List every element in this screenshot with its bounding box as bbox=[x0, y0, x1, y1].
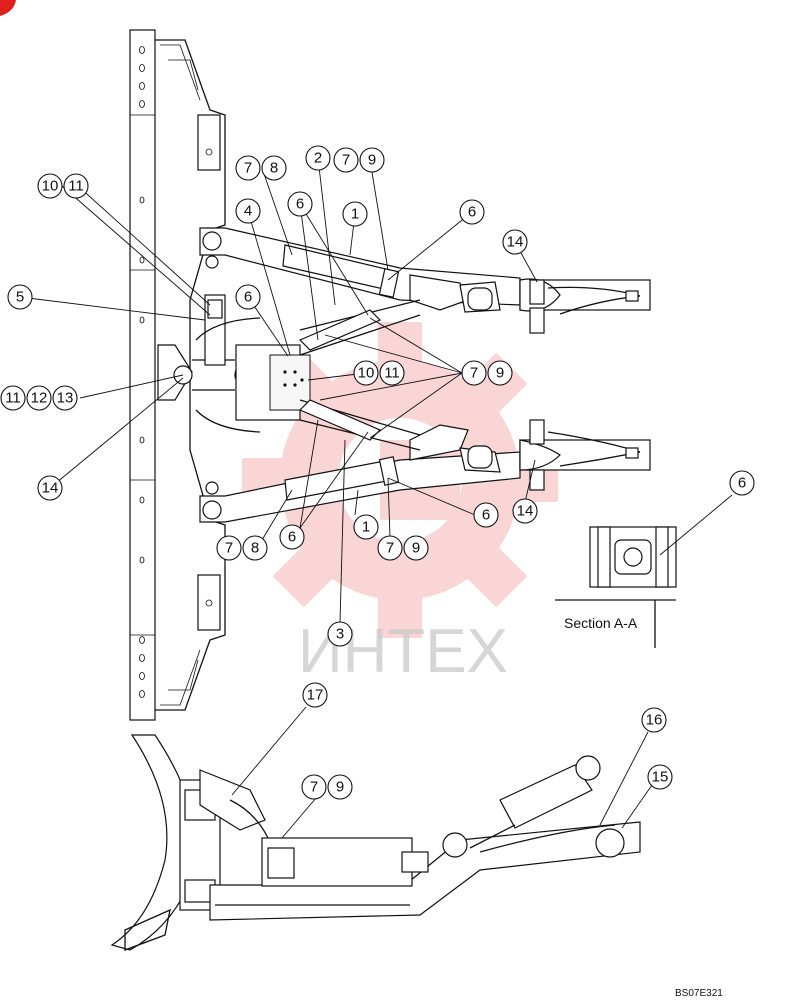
svg-text:5: 5 bbox=[16, 289, 24, 306]
svg-text:8: 8 bbox=[251, 540, 259, 557]
figure-code: BS07E321 bbox=[675, 988, 723, 999]
callout-5: 5 bbox=[7, 284, 33, 310]
callout-14: 14 bbox=[512, 498, 538, 524]
svg-text:8: 8 bbox=[270, 160, 278, 177]
callout-14: 14 bbox=[502, 229, 528, 255]
callout-1: 1 bbox=[342, 201, 368, 227]
callout-6: 6 bbox=[473, 502, 499, 528]
svg-text:13: 13 bbox=[57, 390, 74, 407]
callout-10: 10 bbox=[353, 360, 379, 386]
svg-text:6: 6 bbox=[296, 196, 304, 213]
section-label: Section A-A bbox=[564, 615, 638, 631]
callout-17: 17 bbox=[302, 682, 328, 708]
callout-6: 6 bbox=[287, 191, 313, 217]
callout-11: 11 bbox=[379, 360, 405, 386]
svg-text:10: 10 bbox=[42, 178, 59, 195]
top-view bbox=[129, 29, 651, 721]
svg-text:1: 1 bbox=[351, 206, 359, 223]
svg-text:6: 6 bbox=[244, 289, 252, 306]
svg-text:17: 17 bbox=[307, 687, 324, 704]
callout-9: 9 bbox=[359, 147, 385, 173]
svg-text:7: 7 bbox=[244, 160, 252, 177]
svg-text:9: 9 bbox=[412, 540, 420, 557]
svg-text:1: 1 bbox=[362, 519, 370, 536]
callouts: 10 11 7 8 2 7 9 4 6 1 6 14 5 6 10 11 7 9… bbox=[0, 145, 755, 800]
callout-9: 9 bbox=[487, 360, 513, 386]
callout-12: 12 bbox=[26, 385, 52, 411]
svg-text:3: 3 bbox=[336, 626, 344, 643]
callout-6: 6 bbox=[235, 284, 261, 310]
svg-text:9: 9 bbox=[496, 365, 504, 382]
callout-7: 7 bbox=[301, 774, 327, 800]
svg-text:15: 15 bbox=[652, 769, 669, 786]
callout-1: 1 bbox=[353, 514, 379, 540]
svg-text:11: 11 bbox=[68, 178, 84, 195]
svg-text:14: 14 bbox=[517, 503, 534, 520]
svg-text:4: 4 bbox=[244, 203, 252, 220]
callout-7: 7 bbox=[235, 155, 261, 181]
callout-6: 6 bbox=[279, 524, 305, 550]
callout-14: 14 bbox=[37, 475, 63, 501]
callout-15: 15 bbox=[647, 764, 673, 790]
callout-8: 8 bbox=[261, 155, 287, 181]
svg-text:6: 6 bbox=[482, 507, 490, 524]
section-a-a-view: Section A-A bbox=[555, 526, 677, 648]
callout-9: 9 bbox=[403, 535, 429, 561]
leader-lines bbox=[19, 157, 733, 839]
callout-7: 7 bbox=[461, 360, 487, 386]
svg-text:6: 6 bbox=[738, 475, 746, 492]
svg-text:6: 6 bbox=[288, 529, 296, 546]
callout-7: 7 bbox=[377, 535, 403, 561]
svg-text:9: 9 bbox=[368, 152, 376, 169]
svg-text:16: 16 bbox=[646, 712, 663, 729]
corner-mark bbox=[0, 0, 16, 16]
callout-3: 3 bbox=[327, 621, 353, 647]
svg-text:7: 7 bbox=[310, 779, 318, 796]
callout-11: 11 bbox=[0, 385, 26, 411]
svg-text:14: 14 bbox=[42, 480, 59, 497]
callout-16: 16 bbox=[641, 707, 667, 733]
svg-text:9: 9 bbox=[336, 779, 344, 796]
callout-7: 7 bbox=[216, 535, 242, 561]
callout-8: 8 bbox=[242, 535, 268, 561]
callout-7: 7 bbox=[333, 147, 359, 173]
callout-2: 2 bbox=[305, 145, 331, 171]
svg-text:11: 11 bbox=[384, 365, 400, 382]
svg-text:7: 7 bbox=[342, 152, 350, 169]
svg-text:10: 10 bbox=[358, 365, 375, 382]
callout-13: 13 bbox=[52, 385, 78, 411]
callout-4: 4 bbox=[235, 198, 261, 224]
callout-6: 6 bbox=[729, 470, 755, 496]
svg-text:7: 7 bbox=[386, 540, 394, 557]
callout-9: 9 bbox=[327, 774, 353, 800]
svg-text:2: 2 bbox=[314, 150, 322, 167]
svg-text:7: 7 bbox=[470, 365, 478, 382]
callout-6: 6 bbox=[459, 199, 485, 225]
callout-10: 10 bbox=[37, 173, 63, 199]
side-view bbox=[110, 734, 641, 951]
svg-text:7: 7 bbox=[225, 540, 233, 557]
svg-text:6: 6 bbox=[468, 204, 476, 221]
svg-text:11: 11 bbox=[5, 390, 21, 407]
svg-text:12: 12 bbox=[31, 390, 48, 407]
callout-11: 11 bbox=[63, 173, 89, 199]
svg-text:14: 14 bbox=[507, 234, 524, 251]
